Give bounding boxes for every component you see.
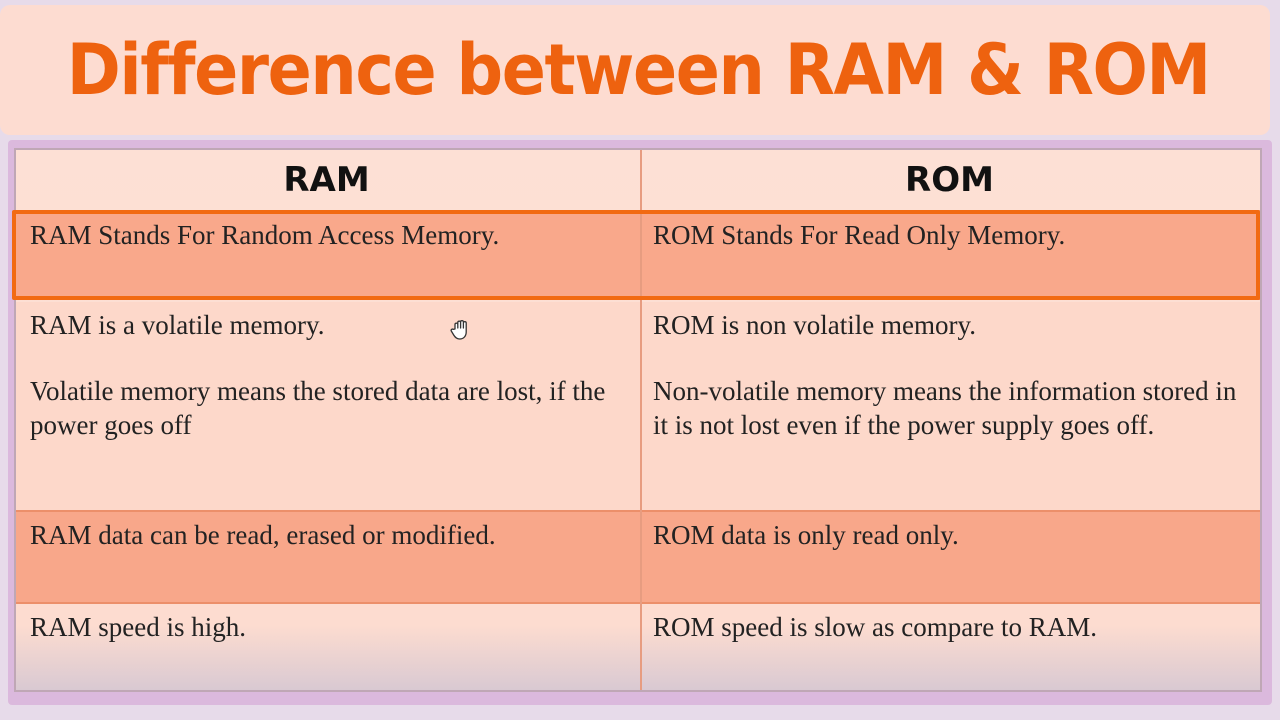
cell-text: RAM is a volatile memory. <box>30 310 325 340</box>
cell-rom: ROM is non volatile memory. Non-volatile… <box>639 302 1260 510</box>
cell-text: RAM data can be read, erased or modified… <box>30 520 496 550</box>
cell-text: ROM is non volatile memory. <box>653 310 976 340</box>
hand-grab-cursor-icon <box>450 320 467 340</box>
cell-rom: ROM Stands For Read Only Memory. <box>639 212 1260 298</box>
table-row-full-form: RAM Stands For Random Access Memory. ROM… <box>16 212 1260 300</box>
cell-text: Non-volatile memory means the informatio… <box>653 376 1237 440</box>
cell-ram: RAM speed is high. <box>16 604 637 690</box>
cell-text: Volatile memory means the stored data ar… <box>30 376 606 440</box>
cell-text: RAM speed is high. <box>30 612 246 642</box>
cell-rom: ROM speed is slow as compare to RAM. <box>639 604 1260 690</box>
cell-ram: RAM Stands For Random Access Memory. <box>16 212 637 298</box>
table-row-speed: RAM speed is high. ROM speed is slow as … <box>16 604 1260 690</box>
title-banner: Difference between RAM & ROM <box>0 5 1270 135</box>
cell-text: RAM Stands For Random Access Memory. <box>30 220 500 250</box>
cell-ram: RAM data can be read, erased or modified… <box>16 512 637 602</box>
table-header-row: RAM ROM <box>16 150 1260 212</box>
cell-ram: RAM is a volatile memory. Volatile memor… <box>16 302 637 510</box>
header-rom: ROM <box>905 160 994 200</box>
cell-rom: ROM data is only read only. <box>639 512 1260 602</box>
table-row-volatility: RAM is a volatile memory. Volatile memor… <box>16 302 1260 512</box>
header-ram: RAM <box>283 160 370 200</box>
cell-text: ROM speed is slow as compare to RAM. <box>653 612 1097 642</box>
table-row-data-access: RAM data can be read, erased or modified… <box>16 512 1260 604</box>
column-divider <box>640 150 642 690</box>
cell-text: ROM Stands For Read Only Memory. <box>653 220 1066 250</box>
comparison-table: RAM ROM RAM Stands For Random Access Mem… <box>14 148 1262 692</box>
page-title: Difference between RAM & ROM <box>67 29 1211 111</box>
cell-text: ROM data is only read only. <box>653 520 959 550</box>
